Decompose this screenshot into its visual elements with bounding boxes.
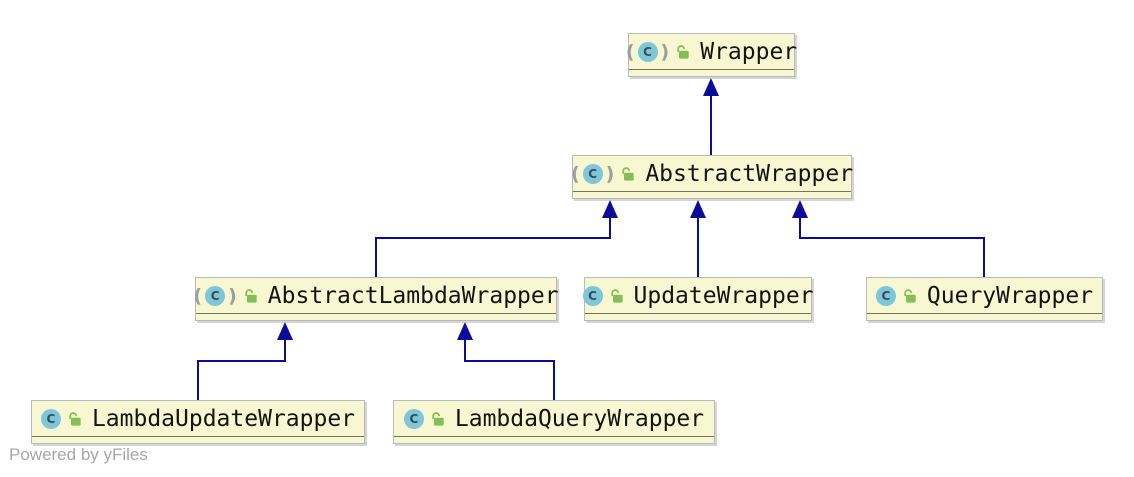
empty-compartment [32, 437, 364, 443]
compartment-separator [196, 313, 556, 314]
abstract-paren-left-icon: ( [570, 162, 580, 185]
compartment-separator [629, 69, 794, 70]
abstract-paren-right-icon: ) [605, 162, 615, 185]
inheritance-edge-lambdaupdatewrapper-to-abstractlambdawrapper[interactable] [197, 322, 293, 400]
open-lock-icon [245, 288, 257, 303]
inheritance-edge-abstractwrapper-to-wrapper[interactable] [703, 78, 719, 155]
class-icon: C [637, 41, 658, 62]
empty-compartment [867, 314, 1102, 320]
inheritance-edge-abstractlambdawrapper-to-abstractwrapper[interactable] [375, 200, 618, 277]
class-node-header: ( C ) Wrapper [625, 34, 798, 69]
class-node-querywrapper[interactable]: C QueryWrapper [866, 277, 1103, 321]
class-node-abstractlambdawrapper[interactable]: ( C ) AbstractLambdaWrapper [193, 277, 559, 321]
class-node-wrapper[interactable]: ( C ) Wrapper [625, 33, 798, 77]
class-node-header: ( C ) AbstractLambdaWrapper [193, 278, 559, 313]
open-lock-icon [610, 288, 623, 303]
class-icon-cluster: C [582, 285, 625, 306]
open-lock-icon [677, 44, 689, 59]
class-name: AbstractLambdaWrapper [267, 282, 559, 309]
class-node-updatewrapper[interactable]: C UpdateWrapper [582, 277, 814, 321]
open-lock-icon [904, 288, 916, 303]
class-icon: C [205, 285, 226, 306]
abstract-paren-right-icon: ) [228, 284, 237, 307]
compartment-separator [585, 313, 811, 314]
class-name: AbstractWrapper [645, 160, 854, 187]
compartment-separator [32, 436, 364, 437]
class-icon: C [582, 163, 603, 184]
inheritance-edge-updatewrapper-to-abstractwrapper[interactable] [690, 200, 706, 277]
abstract-class-icon: ( C ) [570, 162, 636, 185]
class-node-lambdaquerywrapper[interactable]: C LambdaQueryWrapper [393, 400, 715, 444]
class-name: UpdateWrapper [633, 282, 814, 309]
abstract-paren-left-icon: ( [193, 284, 203, 307]
class-node-header: C LambdaUpdateWrapper [32, 401, 364, 436]
inheritance-edge-lambdaquerywrapper-to-abstractlambdawrapper[interactable] [457, 322, 555, 400]
abstract-paren-right-icon: ) [660, 40, 670, 63]
class-icon: C [403, 408, 424, 429]
class-name: QueryWrapper [926, 282, 1094, 309]
class-node-header: C UpdateWrapper [582, 278, 814, 313]
abstract-class-icon: ( C ) [625, 40, 691, 63]
class-icon-cluster: C [40, 408, 83, 429]
open-lock-icon [69, 411, 81, 426]
class-icon-cluster: C [403, 408, 446, 429]
compartment-separator [394, 436, 714, 437]
abstract-class-icon: ( C ) [193, 284, 258, 307]
class-icon-cluster: C [875, 285, 918, 306]
class-icon: C [582, 285, 603, 306]
class-icon: C [40, 408, 61, 429]
empty-compartment [196, 314, 556, 320]
class-node-lambdaupdatewrapper[interactable]: C LambdaUpdateWrapper [31, 400, 365, 444]
abstract-paren-left-icon: ( [625, 40, 635, 63]
empty-compartment [585, 314, 811, 320]
class-name: LambdaUpdateWrapper [91, 405, 356, 432]
compartment-separator [867, 313, 1102, 314]
class-name: LambdaQueryWrapper [454, 405, 705, 432]
class-name: Wrapper [700, 38, 798, 65]
empty-compartment [573, 192, 851, 198]
empty-compartment [629, 70, 794, 76]
class-node-header: ( C ) AbstractWrapper [570, 156, 854, 191]
open-lock-icon [432, 411, 444, 426]
class-node-header: C QueryWrapper [867, 278, 1102, 313]
class-node-header: C LambdaQueryWrapper [394, 401, 714, 436]
open-lock-icon [622, 166, 635, 181]
empty-compartment [394, 437, 714, 443]
powered-by-yfiles-watermark: Powered by yFiles [9, 445, 148, 464]
class-icon: C [875, 285, 896, 306]
compartment-separator [573, 191, 851, 192]
inheritance-edge-querywrapper-to-abstractwrapper[interactable] [792, 200, 985, 277]
class-node-abstractwrapper[interactable]: ( C ) AbstractWrapper [570, 155, 854, 199]
